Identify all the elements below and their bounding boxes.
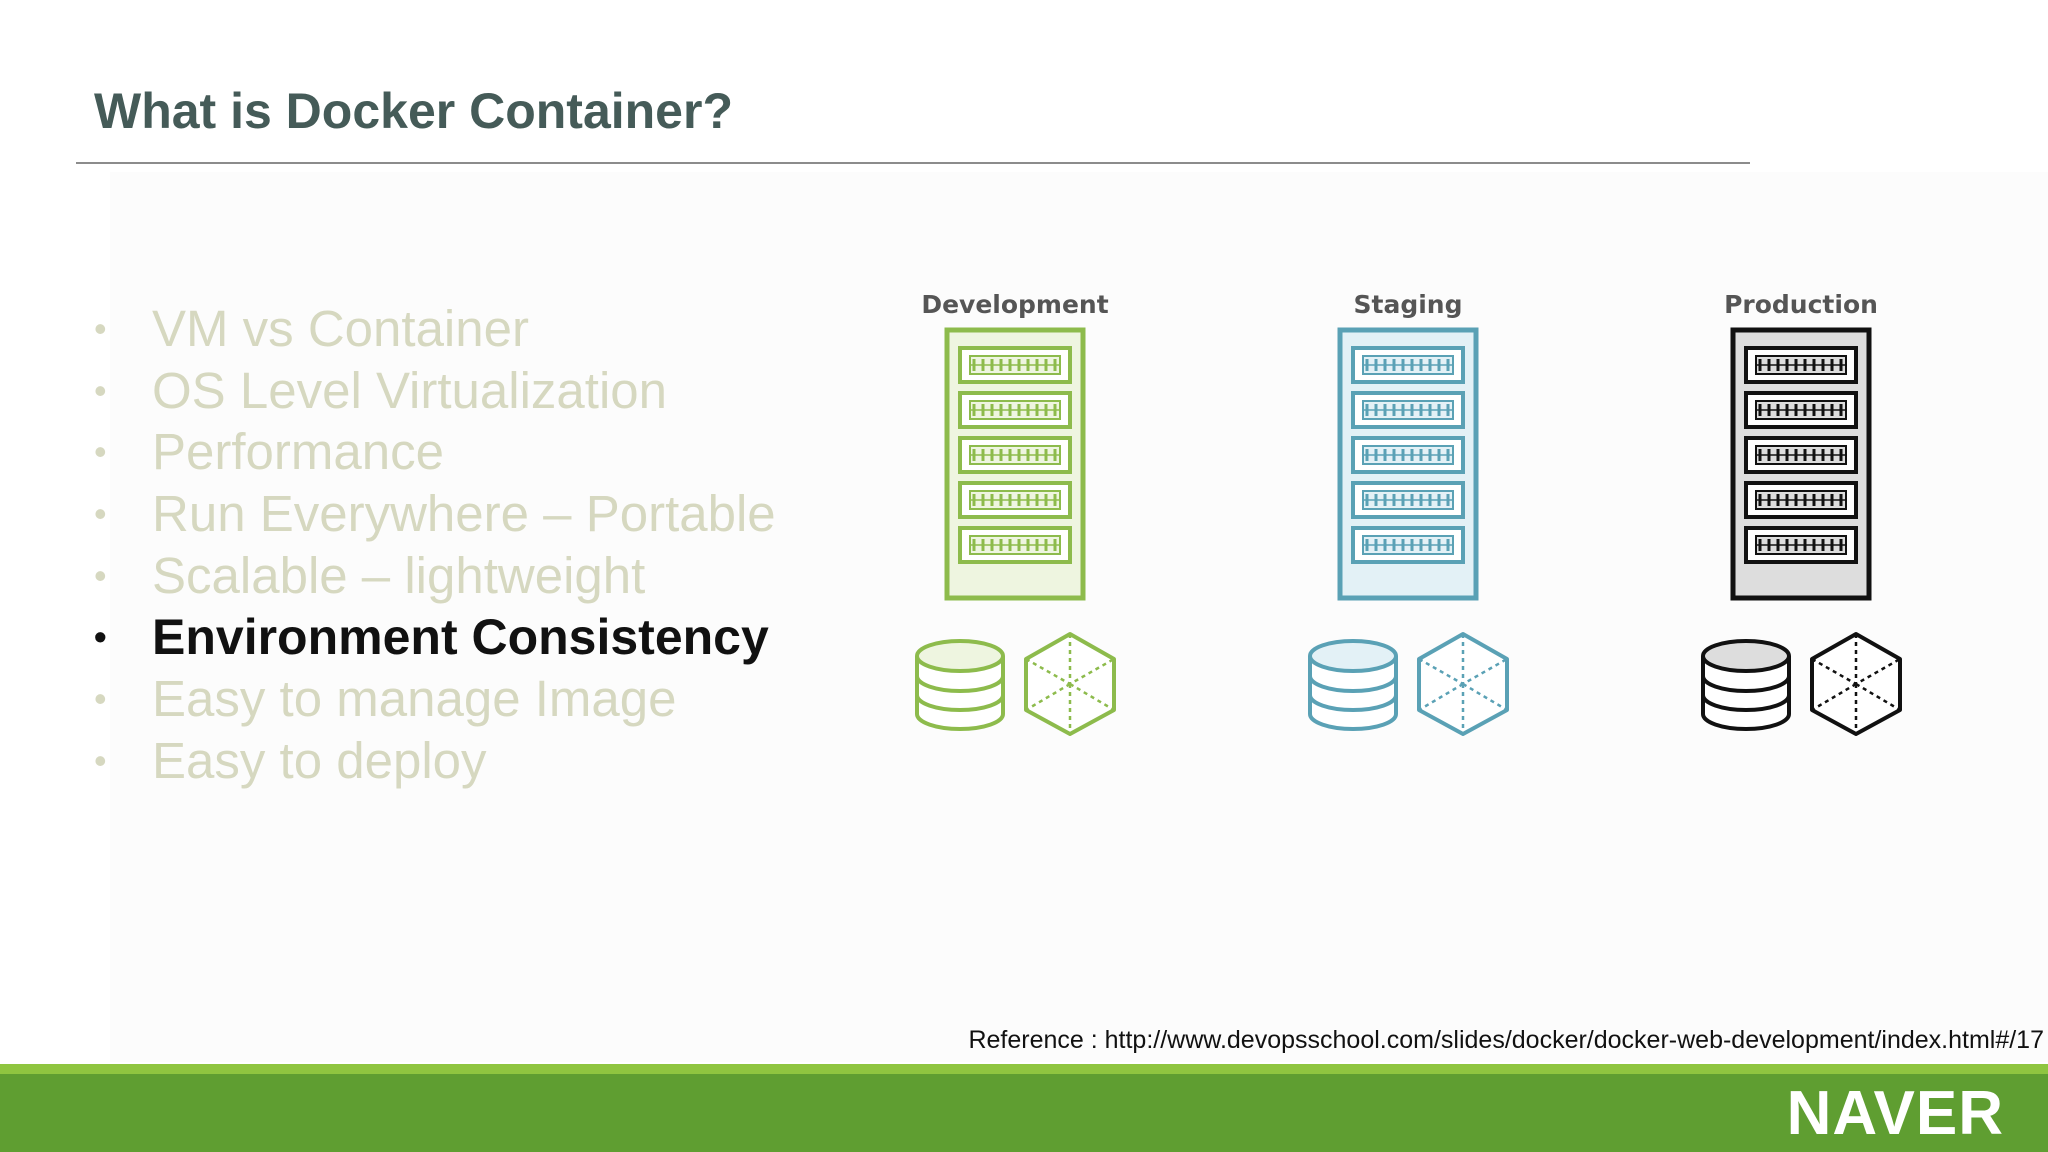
reference-link[interactable]: Reference : http://www.devopsschool.com/… [968,1026,2044,1054]
environment-label: Production [1724,290,1878,319]
bullet-dot: • [94,308,107,349]
server-rack-icon [944,327,1086,601]
container-cube-icon [1417,632,1509,736]
database-icon [1308,639,1398,731]
slide-title: What is Docker Container? [94,83,733,139]
environment-label: Development [921,290,1109,319]
bullet-text: Scalable – lightweight [152,546,646,604]
bullet-dot: • [94,739,107,781]
container-cube-icon [1810,632,1902,736]
container-cube-icon [1024,632,1116,736]
footer-band [0,1064,2048,1152]
bullet-text: Easy to manage Image [152,670,677,728]
database-icon [915,639,1005,731]
environment-illustration [1308,327,1509,736]
bullet-text: Easy to deploy [152,731,487,789]
bullet-dot: • [94,431,107,473]
slide-body [110,172,2048,1062]
database-icon [1701,639,1791,731]
bullet-dot: • [94,369,107,411]
bullet-dot: • [94,616,107,658]
environment-staging: Staging [1288,282,1528,742]
bullet-text: Environment Consistency [152,609,769,666]
environment-production: Production [1681,282,1921,742]
bullet-dot: • [94,554,107,596]
footer-stripe [0,1064,2048,1074]
bullet-dot: • [94,493,107,535]
naver-logo: NAVER [1786,1079,2004,1148]
environment-illustration [1701,327,1902,736]
title-divider [76,162,1750,164]
environment-label: Staging [1353,290,1463,319]
bullet-text: Performance [152,423,444,481]
server-rack-icon [1337,327,1479,601]
environment-illustration [915,327,1116,736]
bullet-text: Run Everywhere – Portable [152,485,776,543]
server-rack-icon [1730,327,1872,601]
bullet-text: OS Level Virtualization [152,361,668,419]
bullet-text: VM vs Container [152,300,529,357]
environment-development: Development [895,282,1135,742]
bullet-dot: • [94,678,107,720]
